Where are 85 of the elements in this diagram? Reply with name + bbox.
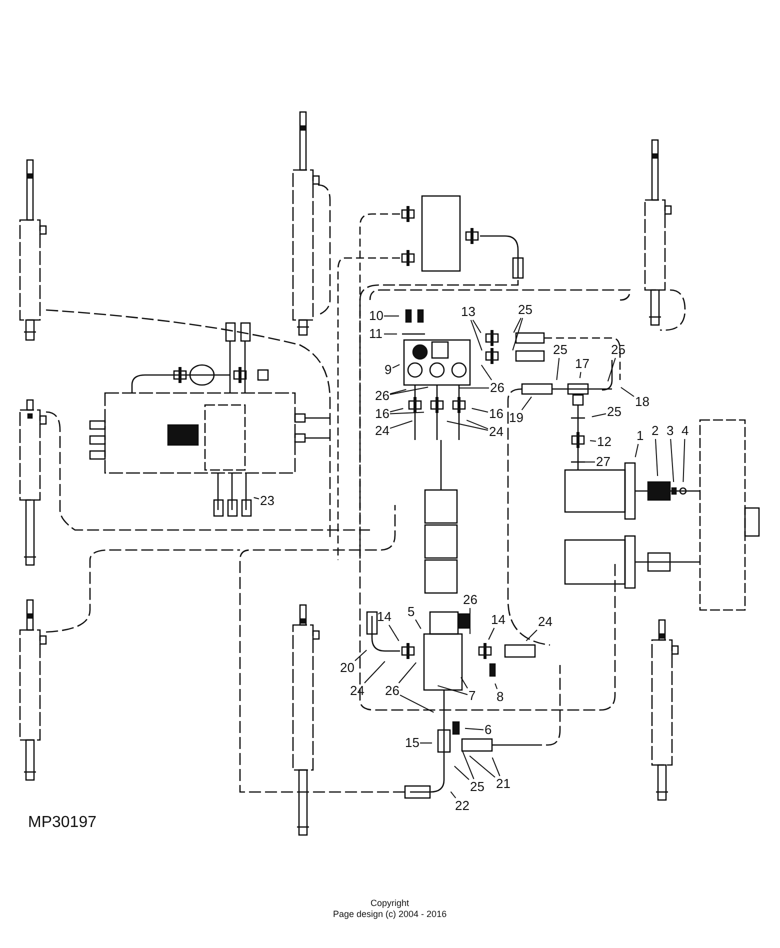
callout-number: 8 xyxy=(496,690,504,704)
leader-line xyxy=(513,318,522,334)
leader-line xyxy=(670,438,674,482)
callout-number: 26 xyxy=(385,684,400,698)
leader-line xyxy=(420,742,432,744)
callout-number: 10 xyxy=(369,309,384,323)
callout-number: 4 xyxy=(682,424,689,438)
callout-number: 24 xyxy=(375,424,390,438)
leader-line xyxy=(492,757,500,776)
leader-line xyxy=(480,364,492,380)
leader-line xyxy=(620,386,634,397)
callout-number: 25 xyxy=(611,343,626,357)
leader-line xyxy=(488,628,495,640)
callout-number: 15 xyxy=(405,736,420,750)
leader-line xyxy=(469,755,496,778)
leader-line xyxy=(390,408,404,412)
leader-line xyxy=(398,662,417,684)
leader-line xyxy=(454,766,470,780)
callout-number: 2 xyxy=(652,424,659,438)
callout-number: 16 xyxy=(375,407,390,421)
leader-line xyxy=(512,318,524,351)
callout-number: 20 xyxy=(340,661,354,675)
leader-line xyxy=(415,619,422,630)
callout-number: 25 xyxy=(470,780,484,794)
callout-number: 13 xyxy=(461,305,476,319)
leader-line xyxy=(556,358,560,380)
leader-line xyxy=(388,624,400,642)
callout-number: 21 xyxy=(496,777,510,791)
leader-line xyxy=(521,396,532,410)
leader-line xyxy=(390,412,424,414)
leader-line xyxy=(655,438,658,476)
leader-line xyxy=(400,694,434,713)
leader-line xyxy=(460,676,468,689)
callout-number: 22 xyxy=(455,799,470,813)
leader-line xyxy=(450,791,456,798)
leader-line xyxy=(470,320,482,351)
drawing-number: MP30197 xyxy=(28,814,96,832)
leader-line xyxy=(253,497,260,500)
callout-number: 25 xyxy=(518,303,532,317)
copyright-note: Page design (c) 2004 - 2016 xyxy=(333,909,447,919)
callout-number: 18 xyxy=(635,395,650,409)
leader-line xyxy=(466,420,488,430)
callout-number: 25 xyxy=(607,405,622,419)
leader-line xyxy=(437,685,468,696)
copyright-note: Copyright xyxy=(370,898,410,908)
callout-number: 25 xyxy=(553,343,568,357)
leader-line xyxy=(634,444,639,458)
leader-line xyxy=(591,413,606,418)
callout-number: 23 xyxy=(260,494,274,508)
leader-line xyxy=(390,420,413,429)
callout-number: 24 xyxy=(538,615,552,629)
leader-line xyxy=(682,438,686,482)
callout-number: 6 xyxy=(484,723,492,737)
leader-line xyxy=(472,320,482,334)
leader-line xyxy=(390,389,407,394)
leader-line xyxy=(392,364,400,368)
leader-line xyxy=(446,420,488,431)
leader-line xyxy=(494,683,498,690)
callout-number: 1 xyxy=(636,429,644,443)
leader-line xyxy=(364,660,386,684)
callout-number: 12 xyxy=(597,435,612,449)
callout-number: 27 xyxy=(596,455,610,469)
callout-number: 24 xyxy=(489,425,504,439)
leader-line xyxy=(462,750,474,780)
callout-number: 3 xyxy=(666,424,674,438)
leader-line xyxy=(354,650,368,662)
callout-number: 26 xyxy=(490,381,504,395)
callout-number: 14 xyxy=(491,613,506,627)
callout-number: 19 xyxy=(509,411,524,425)
leader-line xyxy=(607,358,616,382)
callout-number: 26 xyxy=(375,389,390,403)
leader-line xyxy=(526,630,538,642)
leader-line xyxy=(464,728,484,730)
leader-line xyxy=(579,372,582,379)
callout-number: 14 xyxy=(377,610,392,624)
callout-number: 26 xyxy=(463,593,478,607)
callout-number: 16 xyxy=(489,407,504,421)
callout-number: 7 xyxy=(468,689,476,703)
callout-number: 9 xyxy=(384,363,392,377)
callout-number: 5 xyxy=(408,605,415,619)
leader-line xyxy=(590,440,596,442)
callout-number: 11 xyxy=(369,327,382,341)
leader-line xyxy=(471,408,488,413)
leader-line xyxy=(390,386,429,395)
callout-number: 17 xyxy=(575,357,590,371)
